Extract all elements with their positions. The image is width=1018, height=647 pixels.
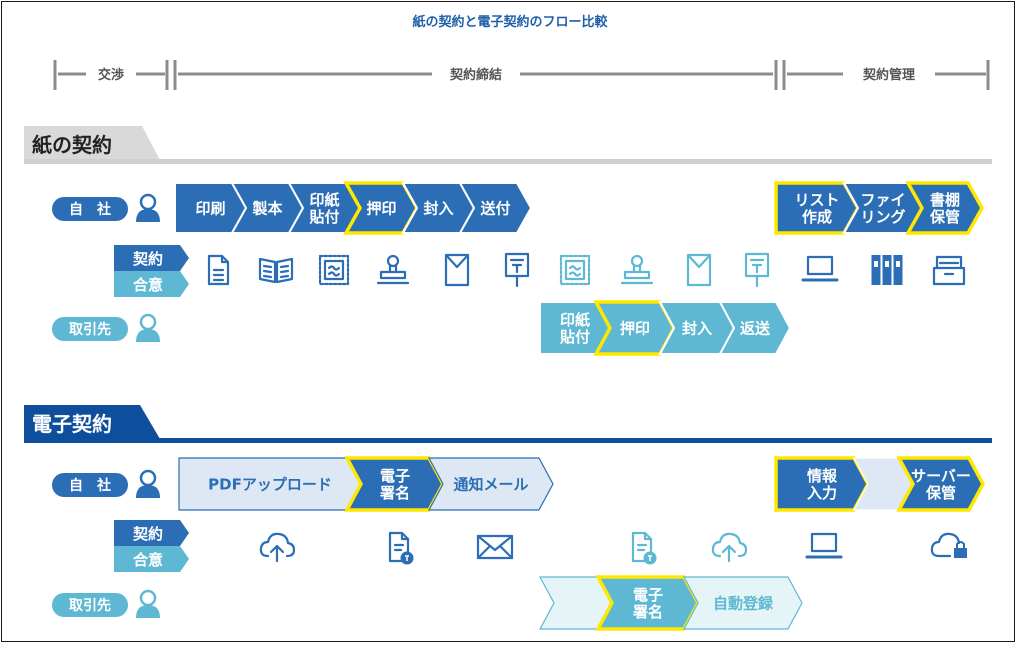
step-label: 封入: [423, 199, 453, 217]
paper-partner-chain-step-1: 押印: [593, 300, 676, 356]
person-icon: [136, 313, 160, 342]
paper-section-header: 紙の契約: [24, 126, 992, 164]
electronic-row-doc: 契約 合意: [114, 520, 189, 572]
svg-text:自 社: 自 社: [69, 477, 111, 494]
electronic-section-label: 電子契約: [32, 412, 112, 436]
electronic-row-partner: 取引先: [52, 589, 160, 618]
file-drawer-icon: [932, 255, 966, 286]
electronic-section-header: 電子契約: [24, 405, 992, 443]
step-label: 情報: [807, 467, 838, 485]
step-label: 自動登録: [713, 594, 774, 612]
step-label: 書棚: [930, 191, 960, 209]
step-label: 署名: [379, 484, 410, 502]
mail-icon: [476, 534, 514, 560]
phase-signing: 契約締結: [449, 67, 502, 83]
step-label: リスト: [794, 191, 839, 209]
step-label: 送付: [479, 199, 510, 217]
page-title: 紙の契約と電子契約のフロー比較: [412, 14, 608, 30]
svg-text:契約: 契約: [132, 250, 163, 268]
svg-text:契約: 契約: [132, 525, 163, 543]
svg-text:合意: 合意: [132, 551, 163, 569]
person-icon: [136, 469, 160, 498]
envelope-icon: [444, 253, 470, 287]
step-label: ファイ: [860, 191, 905, 209]
step-label: 電子: [633, 586, 663, 604]
step-label: PDFアップロード: [208, 475, 332, 493]
step-label: 製本: [251, 199, 282, 217]
step-label: 保管: [925, 484, 956, 502]
step-label: 通知メール: [453, 475, 528, 493]
binders-icon: [871, 255, 903, 285]
step-label: 貼付: [309, 208, 339, 226]
phase-management: 契約管理: [862, 67, 915, 83]
step-label: 封入: [682, 319, 712, 337]
svg-text:合意: 合意: [132, 276, 163, 294]
step-label: 押印: [366, 199, 396, 217]
seal-icon: [376, 254, 410, 285]
paper-row-self: 自 社: [52, 193, 160, 222]
paper-row-doc: 契約 合意: [114, 245, 189, 297]
laptop-icon: [801, 255, 839, 282]
person-icon: [136, 589, 160, 618]
seal-icon: [620, 254, 654, 285]
paper-partner-chain-step-3: 返送: [718, 301, 792, 355]
cloud-upload-icon: [711, 532, 748, 563]
envelope-icon: [686, 253, 712, 287]
paper-self-chain-step-5: 送付: [458, 182, 533, 234]
phase-negotiation: 交渉: [98, 67, 124, 83]
step-label: 押印: [620, 319, 650, 337]
cloud-upload-icon: [259, 532, 296, 563]
e-signed-document-icon: [388, 531, 414, 565]
step-label: リング: [860, 208, 905, 226]
e-signed-document-icon: [631, 531, 657, 565]
step-label: 入力: [807, 484, 837, 502]
laptop-icon: [805, 532, 843, 559]
step-label: 返送: [740, 319, 771, 337]
paper-section-label: 紙の契約: [32, 133, 112, 157]
step-label: 印刷: [195, 199, 225, 217]
electronic-partner-step-chain: 電子署名自動登録: [538, 575, 803, 631]
step-label: 作成: [802, 208, 832, 226]
step-label: サーバー: [911, 467, 971, 485]
book-icon: [258, 257, 294, 284]
step-label: 印紙: [309, 191, 339, 209]
svg-text:自 社: 自 社: [69, 201, 111, 218]
mailbox-icon: [504, 252, 530, 288]
step-label: 保管: [929, 208, 960, 226]
e-partner-chain-step-2: 自動登録: [682, 576, 803, 630]
cloud-lock-icon: [930, 532, 967, 558]
e-self-chain-step-2: 通知メール: [427, 457, 554, 511]
paper-partner-chain-step-2: 封入: [658, 301, 736, 355]
svg-text:取引先: 取引先: [69, 597, 111, 614]
document-icon: [207, 254, 230, 286]
stamp-icon: [318, 254, 350, 286]
mailbox-icon: [744, 252, 770, 288]
step-label: 貼付: [560, 328, 590, 346]
step-label: 署名: [632, 603, 663, 621]
svg-text:取引先: 取引先: [69, 321, 111, 338]
e-self-chain-step-0: PDFアップロード: [178, 457, 362, 511]
electronic-self-step-chain: PDFアップロード電子署名通知メール: [178, 456, 554, 512]
phase-bar: [53, 60, 990, 90]
paper-row-partner: 取引先: [52, 313, 160, 342]
electronic-row-self: 自 社: [52, 469, 160, 498]
electronic-doc-icons: [259, 531, 967, 565]
paper-doc-icons: [207, 252, 966, 288]
step-label: 電子: [380, 467, 410, 485]
stamp-icon: [559, 254, 591, 286]
person-icon: [136, 193, 160, 222]
step-label: 印紙: [560, 311, 590, 329]
